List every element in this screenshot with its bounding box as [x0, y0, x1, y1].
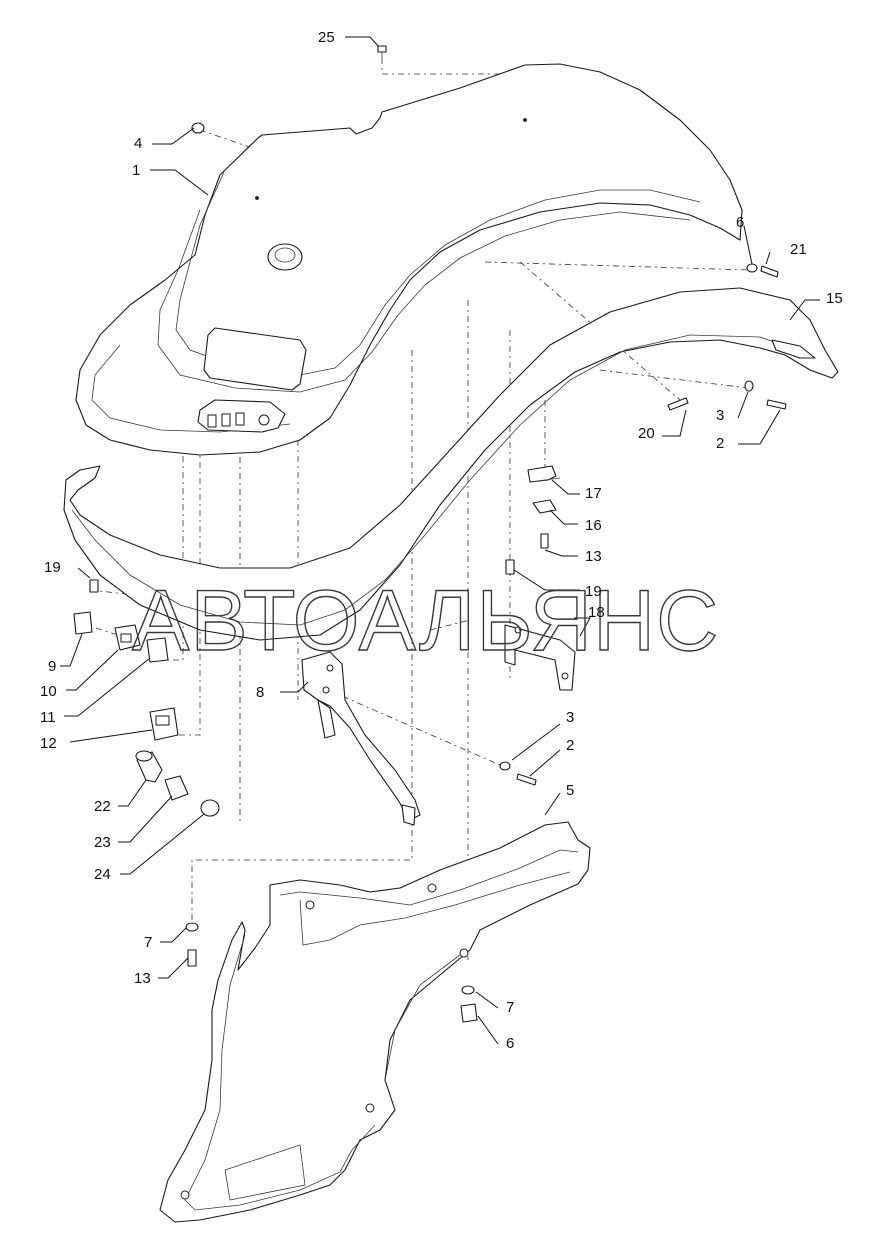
- callout-2-lower: 2: [566, 737, 574, 754]
- fender-extension-part-15: [63, 287, 839, 641]
- callout-6-top: 6: [736, 214, 744, 231]
- callout-10: 10: [40, 683, 57, 700]
- callout-20: 20: [638, 425, 655, 442]
- callout-12: 12: [40, 735, 57, 752]
- callout-11: 11: [40, 709, 56, 726]
- callout-labels: 25 4 1 6 21 15 20 3 2 17 16 13 19 18 19 …: [40, 29, 843, 1052]
- callout-18: 18: [588, 604, 605, 621]
- callout-6-lower: 6: [506, 1035, 514, 1052]
- callout-2-top: 2: [716, 435, 724, 452]
- callout-24: 24: [94, 866, 111, 883]
- leader-lines: [60, 36, 820, 1045]
- callout-16: 16: [585, 517, 602, 534]
- callout-23: 23: [94, 834, 111, 851]
- callout-25: 25: [318, 29, 335, 46]
- callout-21: 21: [790, 241, 807, 258]
- callout-3-lower: 3: [566, 709, 574, 726]
- callout-15: 15: [826, 290, 843, 307]
- callout-5: 5: [566, 782, 574, 799]
- callout-3-top: 3: [716, 407, 724, 424]
- fender-main-part-1: [75, 63, 743, 456]
- bracket-part-18: [504, 624, 576, 691]
- callout-8: 8: [256, 684, 264, 701]
- callout-19-right: 19: [585, 583, 602, 600]
- hardware-parts: [73, 45, 787, 1023]
- callout-19-left: 19: [44, 559, 61, 576]
- callout-7-left: 7: [144, 934, 152, 951]
- callout-22: 22: [94, 798, 111, 815]
- callout-9: 9: [48, 658, 56, 675]
- callout-13-upper: 13: [585, 548, 602, 565]
- callout-17: 17: [585, 485, 602, 502]
- callout-1: 1: [132, 162, 140, 179]
- watermark-text: АВТОАЛЬЯНС: [132, 573, 719, 669]
- liner-part-5: [159, 821, 591, 1223]
- callout-4: 4: [134, 135, 142, 152]
- callout-7-right: 7: [506, 999, 514, 1016]
- bracket-part-8: [301, 651, 421, 826]
- callout-13-lower: 13: [134, 970, 151, 987]
